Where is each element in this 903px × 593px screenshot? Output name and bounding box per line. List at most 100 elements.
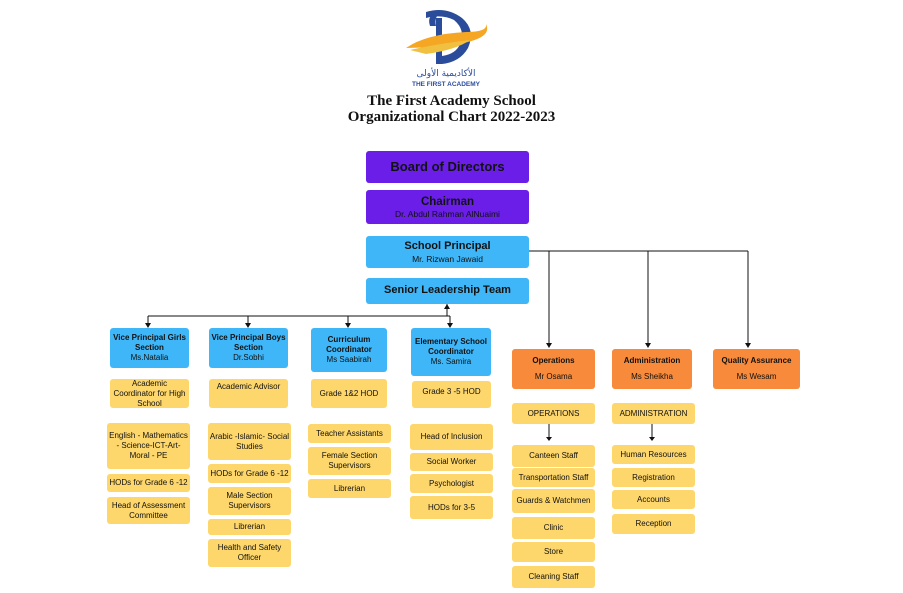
curriculum-coordinator-box: Curriculum Coordinator Ms Saabirah	[311, 328, 387, 372]
col1-item-box: HODs for Grade 6 -12	[208, 464, 291, 483]
administration-item-label: Accounts	[637, 494, 670, 504]
curriculum-name: Ms Saabirah	[326, 355, 372, 364]
col0-first-box: Academic Coordinator for High School	[110, 379, 189, 408]
administration-name: Ms Sheikha	[631, 372, 673, 381]
quality-name: Ms Wesam	[736, 372, 777, 381]
principal-title: School Principal	[404, 239, 491, 252]
vp-girls-title: Vice Principal Girls Section	[113, 333, 186, 352]
administration-item-label: Reception	[635, 519, 672, 528]
col3-item-box: HODs for 3-5	[410, 496, 493, 519]
col1-item-label: Arabic -Islamic- Social Studies	[209, 431, 290, 451]
operations-item-label: Canteen Staff	[529, 451, 578, 460]
operations-item-box: Cleaning Staff	[512, 566, 595, 588]
col0-item-label: HODs for Grade 6 -12	[109, 478, 188, 487]
administration-item-label: Human Resources	[620, 449, 687, 459]
col3-item-label: Social Worker	[426, 457, 477, 466]
chairman-title: Chairman	[420, 195, 475, 208]
col1-first-label: Academic Advisor	[216, 382, 281, 391]
col0-item-box: HODs for Grade 6 -12	[107, 474, 190, 492]
school-logo: الأكاديمية الأولى THE FIRST ACADEMY	[396, 4, 496, 90]
logo-arabic-text: الأكاديمية الأولى	[416, 67, 475, 79]
operations-item-label: Clinic	[543, 523, 564, 532]
col1-item-box: Arabic -Islamic- Social Studies	[208, 423, 291, 460]
operations-box: Operations Mr Osama	[512, 349, 595, 389]
operations-title: Operations	[532, 356, 575, 365]
col1-item-label: Librerian	[233, 522, 266, 531]
col1-item-box: Male Section Supervisors	[208, 487, 291, 515]
col2-item-label: Female Section Supervisors	[321, 451, 378, 470]
operations-item-label: Store	[543, 547, 564, 556]
administration-label-box: ADMINISTRATION	[612, 403, 695, 424]
col1-item-box: Health and Safety Officer	[208, 539, 291, 567]
operations-label-box: OPERATIONS	[512, 403, 595, 424]
col3-item-box: Psychologist	[410, 474, 493, 493]
col0-item-label: English - Mathematics - Science-ICT-Art-…	[109, 431, 188, 460]
col3-item-label: Head of Inclusion	[420, 432, 483, 441]
vp-boys-title: Vice Principal Boys Section	[211, 333, 286, 352]
operations-item-box: Guards & Watchmen	[512, 489, 595, 513]
elementary-name: Ms. Samira	[430, 357, 472, 366]
col1-first-box: Academic Advisor	[209, 379, 288, 408]
col3-first-label: Grade 3 -5 HOD	[422, 387, 481, 396]
page-subtitle: Organizational Chart 2022-2023	[347, 109, 556, 125]
col3-item-label: Psychologist	[429, 478, 474, 488]
col1-item-label: Health and Safety Officer	[217, 543, 282, 562]
operations-name: Mr Osama	[534, 372, 573, 381]
administration-item-box: Human Resources	[612, 445, 695, 464]
logo-emblem-icon: الأكاديمية الأولى THE FIRST ACADEMY	[406, 10, 488, 88]
administration-item-box: Reception	[612, 514, 695, 534]
administration-title: Administration	[623, 356, 681, 365]
board-of-directors-box: Board of Directors	[366, 151, 529, 183]
administration-label: ADMINISTRATION	[619, 408, 688, 418]
operations-item-box: Transportation Staff	[512, 468, 595, 487]
quality-assurance-box: Quality Assurance Ms Wesam	[713, 349, 800, 389]
col3-item-label: HODs for 3-5	[427, 502, 476, 512]
vp-boys-box: Vice Principal Boys Section Dr.Sobhi	[209, 328, 288, 368]
curriculum-title: Curriculum Coordinator	[326, 335, 372, 354]
vp-boys-name: Dr.Sobhi	[233, 353, 264, 362]
col3-item-box: Head of Inclusion	[410, 424, 493, 450]
elementary-coordinator-box: Elementary School Coordinator Ms. Samira	[411, 328, 491, 376]
operations-label: OPERATIONS	[527, 408, 580, 418]
logo-english-text: THE FIRST ACADEMY	[412, 81, 481, 88]
col2-item-label: Librerian	[333, 483, 366, 493]
col2-first-label: Grade 1&2 HOD	[319, 388, 379, 398]
col1-item-box: Librerian	[208, 519, 291, 535]
col3-item-box: Social Worker	[410, 453, 493, 471]
operations-item-label: Transportation Staff	[518, 472, 589, 482]
col2-first-box: Grade 1&2 HOD	[311, 379, 387, 408]
elementary-title: Elementary School Coordinator	[414, 337, 488, 356]
col2-item-label: Teacher Assistants	[316, 428, 383, 438]
col1-item-label: Male Section Supervisors	[226, 491, 273, 510]
col2-item-box: Teacher Assistants	[308, 424, 391, 443]
quality-title: Quality Assurance	[721, 356, 792, 365]
administration-item-label: Registration	[632, 472, 675, 482]
principal-box: School Principal Mr. Rizwan Jawaid	[366, 236, 529, 268]
vp-girls-name: Ms.Natalia	[130, 353, 169, 362]
col0-item-label: Head of Assessment Committee	[111, 500, 186, 520]
principal-name: Mr. Rizwan Jawaid	[412, 253, 483, 264]
slt-label: Senior Leadership Team	[384, 284, 511, 297]
chairman-box: Chairman Dr. Abdul Rahman AlNuaimi	[366, 190, 529, 224]
chairman-name: Dr. Abdul Rahman AlNuaimi	[395, 208, 500, 219]
col0-first-label: Academic Coordinator for High School	[113, 378, 186, 408]
col3-first-box: Grade 3 -5 HOD	[412, 381, 491, 408]
col2-item-box: Librerian	[308, 479, 391, 498]
operations-item-box: Clinic	[512, 517, 595, 539]
board-label: Board of Directors	[390, 158, 505, 174]
operations-item-box: Store	[512, 542, 595, 562]
col0-item-box: English - Mathematics - Science-ICT-Art-…	[107, 423, 190, 469]
col2-item-box: Female Section Supervisors	[308, 447, 391, 475]
operations-item-label: Guards & Watchmen	[516, 496, 591, 505]
senior-leadership-box: Senior Leadership Team	[366, 278, 529, 304]
vp-girls-box: Vice Principal Girls Section Ms.Natalia	[110, 328, 189, 368]
administration-item-box: Accounts	[612, 490, 695, 509]
col0-item-box: Head of Assessment Committee	[107, 497, 190, 524]
operations-item-label: Cleaning Staff	[528, 572, 579, 581]
administration-item-box: Registration	[612, 468, 695, 487]
col1-item-label: HODs for Grade 6 -12	[210, 468, 289, 478]
page-title: The First Academy School	[367, 93, 536, 109]
operations-item-box: Canteen Staff	[512, 445, 595, 467]
